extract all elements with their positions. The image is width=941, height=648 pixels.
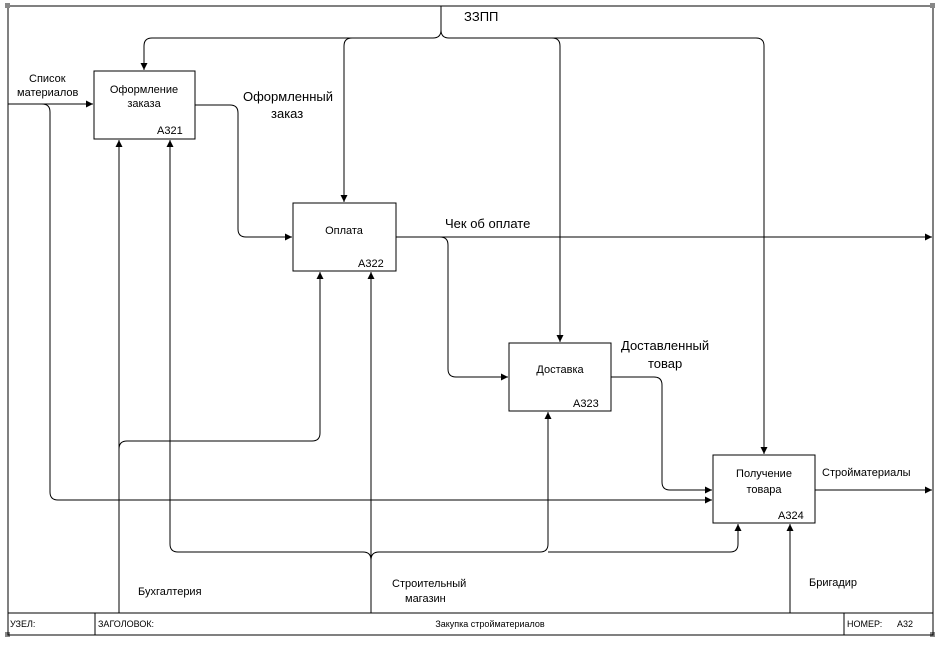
label-receipt: Чек об оплате [445, 216, 530, 231]
label-input-materials-2: материалов [17, 87, 79, 99]
box-a323-title-1: Доставка [536, 364, 584, 376]
resize-handle-top-left[interactable] [5, 3, 10, 8]
arrow-zzpp[interactable]: ЗЗПП [140, 6, 768, 454]
resize-handle-top-right[interactable] [930, 3, 935, 8]
box-a322-id: A322 [358, 258, 384, 270]
arrow-input-materials[interactable]: Список материалов [8, 73, 712, 504]
footer-title-label: ЗАГОЛОВОК: [98, 619, 154, 629]
box-a321-id: A321 [157, 125, 183, 137]
label-order-done-2: заказ [271, 106, 303, 121]
activity-box-a323[interactable]: Доставка A323 [508, 342, 612, 412]
label-accounting: Бухгалтерия [138, 586, 202, 598]
activity-box-a321[interactable]: Оформление заказа A321 [93, 70, 196, 140]
activity-box-a324[interactable]: Получение товара A324 [712, 454, 816, 524]
footer-number: A32 [897, 619, 913, 629]
footer-node-label: УЗЕЛ: [10, 619, 35, 629]
arrow-order-done[interactable]: Оформленный заказ [195, 89, 333, 241]
arrow-foreman[interactable]: Бригадир [786, 524, 857, 613]
label-delivered-1: Доставленный [621, 338, 709, 353]
box-a322-title-1: Оплата [325, 225, 364, 237]
arrow-store[interactable]: Строительный магазин [166, 140, 742, 613]
arrow-accounting[interactable]: Бухгалтерия [115, 140, 324, 613]
arrow-delivered[interactable]: Доставленный товар [611, 338, 712, 494]
label-input-materials-1: Список [29, 73, 66, 85]
label-foreman: Бригадир [809, 577, 857, 589]
arrow-output-materials[interactable]: Стройматериалы [815, 467, 932, 494]
footer-strip: УЗЕЛ: ЗАГОЛОВОК: Закупка стройматериалов… [7, 612, 934, 636]
footer-title: Закупка стройматериалов [435, 619, 545, 629]
footer-number-label: НОМЕР: [847, 619, 882, 629]
box-a324-id: A324 [778, 510, 804, 522]
box-a324-title-2: товара [746, 484, 782, 496]
label-order-done-1: Оформленный [243, 89, 333, 104]
box-a323-id: A323 [573, 398, 599, 410]
box-a324-title-1: Получение [736, 468, 792, 480]
label-store-1: Строительный [392, 578, 466, 590]
box-a321-title-2: заказа [127, 98, 161, 110]
label-zzpp: ЗЗПП [464, 9, 498, 24]
label-delivered-2: товар [648, 356, 682, 371]
box-a321-title-1: Оформление [110, 84, 178, 96]
label-output-materials: Стройматериалы [822, 467, 911, 479]
arrow-receipt[interactable]: Чек об оплате [396, 216, 932, 381]
activity-box-a322[interactable]: Оплата A322 [292, 202, 397, 272]
label-store-2: магазин [405, 593, 446, 605]
